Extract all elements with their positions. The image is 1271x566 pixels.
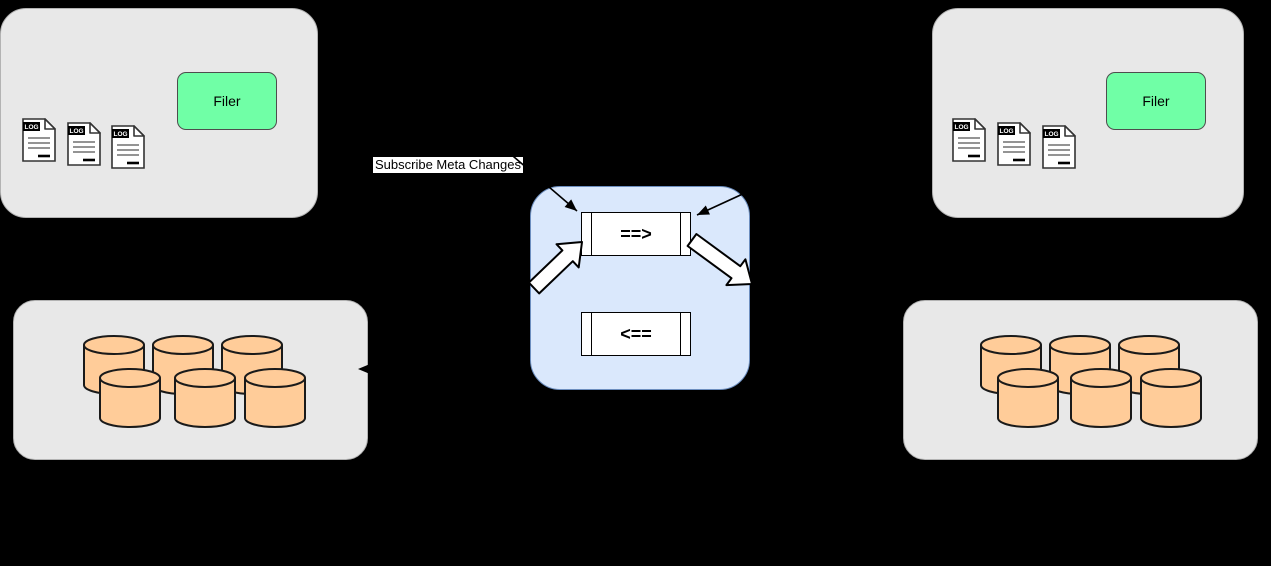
filer-node-right: Filer [1106, 72, 1206, 130]
backfill-arrow-stub [369, 364, 387, 370]
volume-servers-box-left [13, 300, 368, 460]
log-label: LOG [25, 124, 39, 131]
volume-cylinder [244, 368, 306, 428]
document-fold [89, 122, 101, 134]
document-fold [1019, 122, 1031, 134]
volume-cylinder [997, 368, 1059, 428]
volume-cylinder [174, 368, 236, 428]
log-file-icon: LOG [952, 118, 986, 162]
log-label-badge [1043, 129, 1060, 138]
log-file-icon: LOG [22, 118, 56, 162]
queue-backward: <== [581, 312, 691, 356]
queue-forward: ==> [581, 212, 691, 256]
log-file-icon: LOG [997, 122, 1031, 166]
subscribe-meta-changes-label: Subscribe Meta Changes [373, 157, 523, 174]
volume-servers-box-right [903, 300, 1258, 460]
document-fold [1064, 125, 1076, 137]
log-label-badge [68, 126, 85, 135]
cluster-box-right: LOG LOG LOG Filer [932, 8, 1244, 218]
log-label: LOG [955, 124, 969, 131]
log-label: LOG [1000, 128, 1014, 135]
log-file-icon: LOG [1042, 125, 1076, 169]
document-fold [133, 125, 145, 137]
log-label-badge [112, 129, 129, 138]
queue-endcap [680, 213, 681, 255]
log-label-badge [23, 122, 40, 131]
volume-cylinder [1140, 368, 1202, 428]
message-queue-box: ==> <== [530, 186, 750, 390]
volume-cylinder [1070, 368, 1132, 428]
log-file-icon: LOG [67, 122, 101, 166]
log-label: LOG [1045, 131, 1059, 138]
document-fold [44, 118, 56, 130]
cluster-box-left: LOG LOG LOG Filer [0, 8, 318, 218]
document-fold [974, 118, 986, 130]
log-file-icon: LOG [111, 125, 145, 169]
filer-label: Filer [1142, 93, 1170, 109]
queue-endcap [591, 213, 592, 255]
log-label-badge [953, 122, 970, 131]
queue-endcap [680, 313, 681, 355]
queue-backward-label: <== [620, 323, 652, 344]
log-label-badge [998, 126, 1015, 135]
filer-node-left: Filer [177, 72, 277, 130]
filer-label: Filer [213, 93, 241, 109]
volume-cylinder [99, 368, 161, 428]
queue-forward-label: ==> [620, 223, 652, 244]
log-label: LOG [114, 131, 128, 138]
log-label: LOG [70, 128, 84, 135]
queue-endcap [591, 313, 592, 355]
